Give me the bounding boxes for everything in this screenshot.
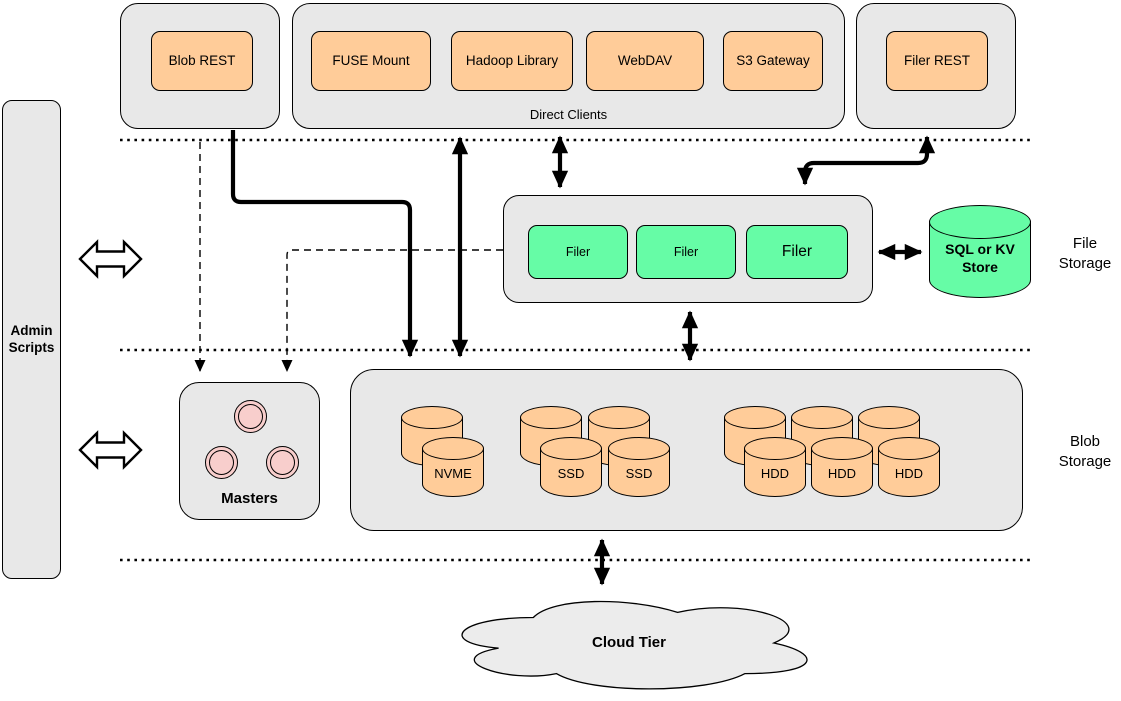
cloud-shape	[461, 600, 808, 690]
hdd-cylinder-3: HDD	[878, 437, 940, 497]
filer-to-masters-dashed-arrow	[281, 249, 503, 373]
admin-file-storage-double-arrow-icon	[78, 239, 143, 279]
ssd-label: SSD	[625, 466, 653, 481]
blob-store-panel: NVME SSD SSD HDD HDD HDD	[350, 369, 1023, 531]
client-box-s3-gateway: S3 Gateway	[723, 31, 823, 91]
blob-rest-group: Blob REST	[120, 3, 280, 129]
filer-box-1: Filer	[528, 225, 628, 279]
filer-rest-to-filer-double-arrow	[796, 135, 936, 186]
admin-blob-storage-double-arrow-icon	[78, 430, 143, 470]
filer-box-3: Filer	[746, 225, 848, 279]
master-node-icon	[266, 446, 299, 479]
hdd-label: HDD	[760, 466, 790, 481]
client-box-webdav: WebDAV	[586, 31, 704, 91]
direct-clients-group: FUSE Mount Hadoop Library WebDAV S3 Gate…	[292, 3, 845, 129]
filer-box-2: Filer	[636, 225, 736, 279]
masters-label: Masters	[221, 490, 278, 507]
hdd-label: HDD	[827, 466, 857, 481]
blob-rest-box: Blob REST	[151, 31, 253, 91]
filer-rest-box: Filer REST	[886, 31, 988, 91]
admin-scripts-label: Admin Scripts	[8, 322, 55, 355]
direct-clients-label: Direct Clients	[529, 107, 608, 122]
hdd-label: HDD	[894, 466, 924, 481]
ssd-cylinder-2: SSD	[608, 437, 670, 497]
filer-rest-group: Filer REST	[856, 3, 1016, 129]
ssd-label: SSD	[557, 466, 585, 481]
ssd-cylinder-1: SSD	[540, 437, 602, 497]
cloud-tier-label: Cloud Tier	[592, 634, 666, 651]
hdd-cylinder-2: HDD	[811, 437, 873, 497]
sql-kv-store-label: SQL or KV Store	[945, 241, 1015, 275]
master-node-icon	[205, 446, 238, 479]
client-box-fuse-mount: FUSE Mount	[311, 31, 431, 91]
master-node-icon	[234, 400, 267, 433]
file-storage-section-label: File Storage	[1058, 235, 1112, 272]
admin-scripts-panel: Admin Scripts	[2, 100, 61, 579]
client-box-hadoop-library: Hadoop Library	[451, 31, 573, 91]
nvme-cylinder: NVME	[422, 437, 484, 497]
blob-storage-section-label: Blob Storage	[1058, 433, 1112, 470]
nvme-label: NVME	[434, 466, 472, 481]
blob-rest-to-volume-arrow	[230, 130, 419, 358]
masters-group: Masters	[179, 382, 320, 520]
hdd-cylinder-1: HDD	[744, 437, 806, 497]
sql-kv-store-cylinder: SQL or KV Store	[929, 205, 1031, 298]
filer-cluster: Filer Filer Filer	[503, 195, 873, 303]
